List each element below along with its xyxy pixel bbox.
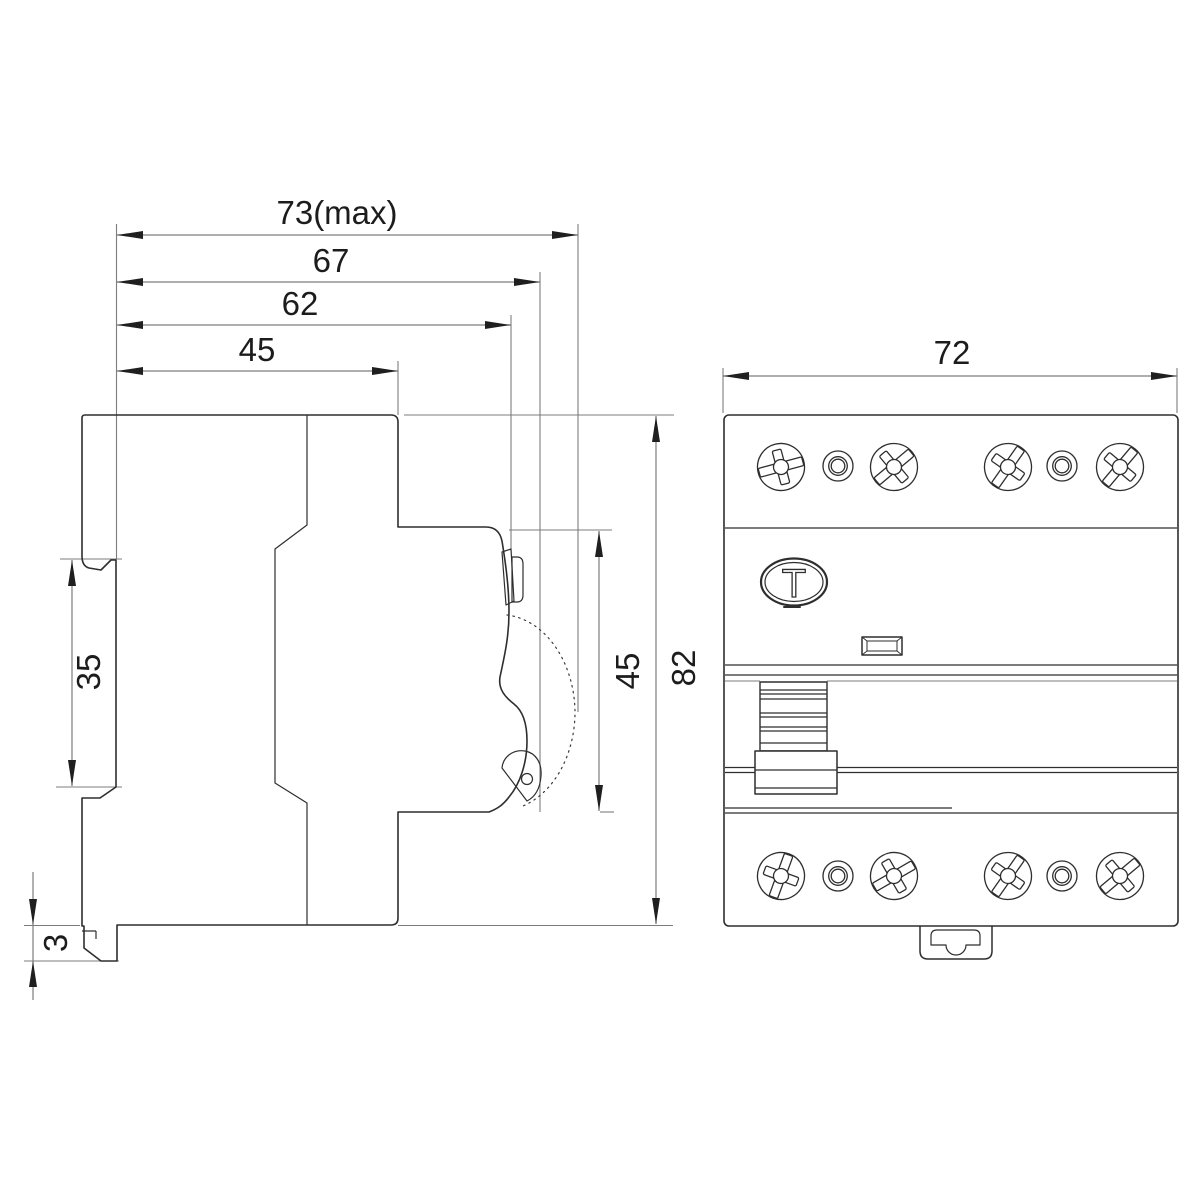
dimension-62: 62 [117,285,511,329]
lever-swing-arc [506,614,576,807]
terminal-post-icon [1046,860,1078,892]
test-button-label: T [782,562,806,606]
toggle-lever-side [501,548,524,606]
dim-label-3: 3 [37,934,74,952]
front-view: 72 [722,334,1179,960]
dim-label-35: 35 [70,654,107,691]
dim-label-45-front: 45 [609,653,646,690]
dim-label-73max: 73(max) [276,194,397,231]
face-section-lines [725,527,1177,814]
dimension-73-max: 73(max) [117,194,578,239]
dimension-82: 82 [652,416,702,924]
din-release-tab[interactable] [919,925,993,960]
indicator-window [861,636,903,656]
side-view: 73(max) 67 62 45 35 [24,194,702,1000]
test-button[interactable]: T [759,557,829,608]
dimension-3-clip: 3 [29,872,74,1000]
dim-label-62: 62 [282,285,319,322]
dim-label-67: 67 [313,242,350,279]
din-clip-side-detail [82,930,97,939]
side-profile-outline [81,414,528,962]
switch-base [754,750,838,795]
dimension-67: 67 [117,242,540,286]
side-inner-contour [274,415,308,925]
device-body [723,414,1179,927]
terminal-post-icon [1046,450,1078,482]
dim-label-82: 82 [665,650,702,687]
toggle-switch[interactable] [754,681,838,795]
dim-label-45-depth: 45 [239,331,276,368]
latch-detail [501,750,542,802]
dimension-35-rail: 35 [68,560,107,786]
switch-grip-ribs [760,689,827,744]
terminal-post-icon [822,860,854,892]
dimension-45-front: 45 [595,531,646,811]
dimension-72-width: 72 [722,334,1178,413]
dimension-45-depth: 45 [117,331,398,375]
dim-label-72: 72 [934,334,971,371]
terminal-post-icon [822,450,854,482]
extension-lines-side [24,224,674,962]
